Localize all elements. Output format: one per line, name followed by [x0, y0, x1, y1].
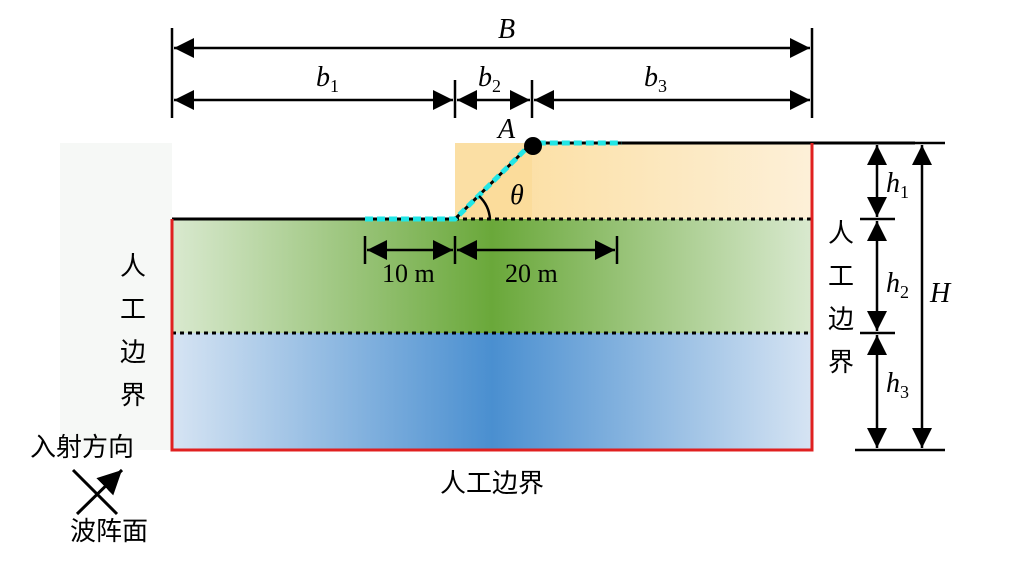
- distance-10m: 10 m: [382, 259, 435, 288]
- incident-direction-arrow: [75, 468, 124, 516]
- soil-layer-2: [172, 333, 812, 450]
- wavefront-line: [71, 468, 119, 516]
- svg-text:界: 界: [828, 348, 854, 378]
- incident-direction-label: 入射方向: [30, 433, 134, 463]
- left-boundary-label: 人 工 边 界: [120, 252, 146, 411]
- b2-label: b2: [478, 62, 501, 96]
- soil-layer-1: [172, 219, 812, 333]
- svg-text:界: 界: [120, 381, 146, 411]
- b3-label: b3: [644, 62, 667, 96]
- artificial-boundary: [170, 143, 814, 452]
- background-shade: [60, 143, 172, 450]
- h1-label: h1: [886, 168, 909, 202]
- monitoring-line: [365, 140, 622, 222]
- h2-label: h2: [886, 268, 909, 302]
- point-A-label: A: [496, 114, 516, 145]
- b1-label: b1: [316, 62, 339, 96]
- distance-markers: [363, 236, 619, 264]
- wavefront-label: 波阵面: [70, 517, 148, 547]
- svg-text:工: 工: [828, 262, 854, 292]
- height-dimensions: [855, 141, 945, 452]
- angle-arc: [478, 195, 492, 220]
- right-boundary-label: 人 工 边 界: [828, 219, 854, 378]
- svg-text:边: 边: [828, 305, 854, 335]
- h3-label: h3: [886, 368, 909, 402]
- slope-layer: [455, 143, 812, 219]
- svg-text:人: 人: [120, 252, 146, 282]
- distance-20m: 20 m: [505, 259, 558, 288]
- H-label: H: [929, 278, 952, 309]
- B-label: B: [498, 14, 515, 45]
- width-dimensions: [170, 28, 814, 118]
- theta-label: θ: [510, 180, 524, 211]
- bottom-boundary-label: 人工边界: [440, 469, 544, 499]
- point-A: [524, 137, 542, 155]
- svg-text:人: 人: [828, 219, 854, 249]
- svg-text:边: 边: [120, 338, 146, 368]
- svg-text:工: 工: [120, 295, 146, 325]
